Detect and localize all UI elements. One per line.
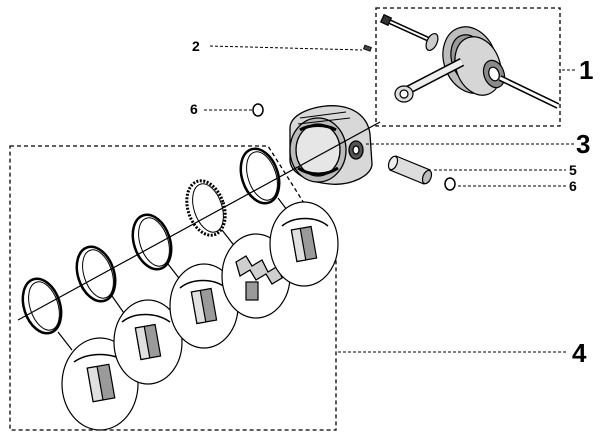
ring-1-inner [28, 281, 60, 331]
small-pin [362, 44, 372, 52]
ring-4-oil-inner [192, 183, 224, 233]
circlip-right [444, 177, 456, 191]
callout-4-label: 4 [572, 338, 587, 368]
piston-rings [21, 147, 281, 335]
gudgeon-pin [387, 155, 433, 185]
ring-4-oil [185, 179, 227, 237]
callout-1-label: 1 [579, 55, 593, 85]
callout-5-label: 5 [569, 162, 577, 178]
ring-2-inner [82, 249, 114, 299]
detail-bubble-2 [111, 295, 183, 385]
ring-3-inner [138, 217, 170, 267]
detail-bubble-5 [269, 197, 339, 287]
crankshaft [379, 13, 560, 109]
callout-6-right-label: 6 [569, 178, 577, 194]
ring-2 [75, 245, 117, 303]
callout-2-leader [209, 45, 363, 51]
piston [289, 105, 373, 185]
ring-5 [239, 147, 281, 205]
ring-1 [21, 277, 63, 335]
ring-3 [131, 213, 173, 271]
ring-set-box [9, 145, 337, 431]
circlip-left [252, 103, 264, 117]
crankshaft-group-box [375, 7, 561, 127]
callout-3-label: 3 [576, 129, 590, 159]
ring-5-inner [246, 151, 278, 201]
callout-6-left-label: 6 [190, 101, 198, 117]
callout-2-label: 2 [192, 38, 200, 54]
detail-bubble-3 [167, 263, 239, 349]
